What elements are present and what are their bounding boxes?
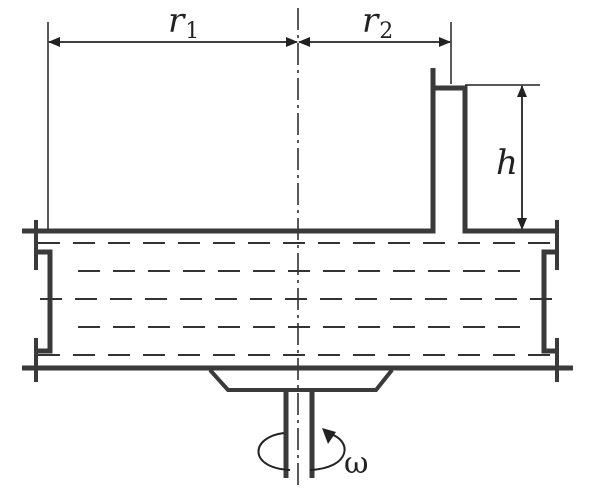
left-wall (36, 249, 53, 354)
r2-label: r2 (362, 1, 393, 44)
radius-dimension: r1 r2 (47, 1, 452, 230)
liquid-lines (38, 242, 560, 356)
standpipe (433, 85, 555, 234)
h-label: h (496, 143, 518, 183)
r1-label: r1 (168, 1, 199, 44)
right-wall (541, 249, 557, 354)
rotation-arrowhead-icon (322, 428, 336, 444)
vessel (22, 68, 573, 478)
rotation-arrow (257, 428, 346, 471)
height-dimension: h (465, 84, 540, 230)
rotation-arc-icon (257, 432, 346, 471)
base-hub (208, 368, 394, 392)
top-lid (22, 68, 436, 234)
omega-label: ω (344, 446, 368, 481)
